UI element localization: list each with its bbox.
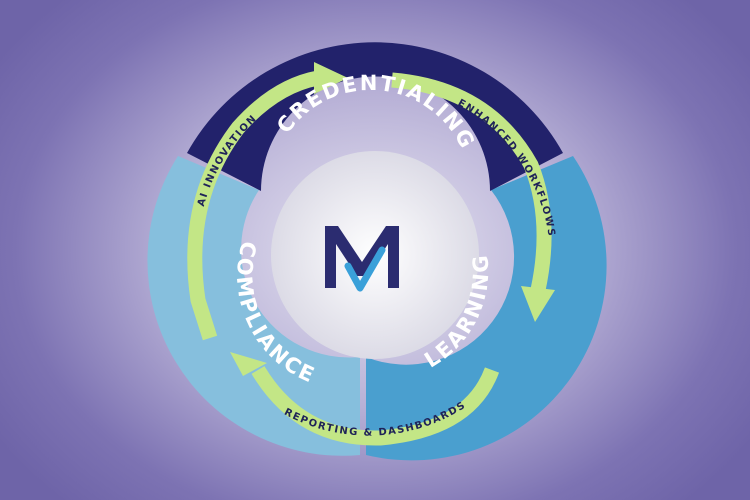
ai-innovation-arrow: [187, 62, 348, 341]
credentialing-segment: [187, 42, 563, 191]
enhanced-workflows-arrow: [391, 72, 555, 322]
reporting-dashboards-arrow: [230, 352, 500, 446]
m-check-logo: [325, 226, 399, 292]
